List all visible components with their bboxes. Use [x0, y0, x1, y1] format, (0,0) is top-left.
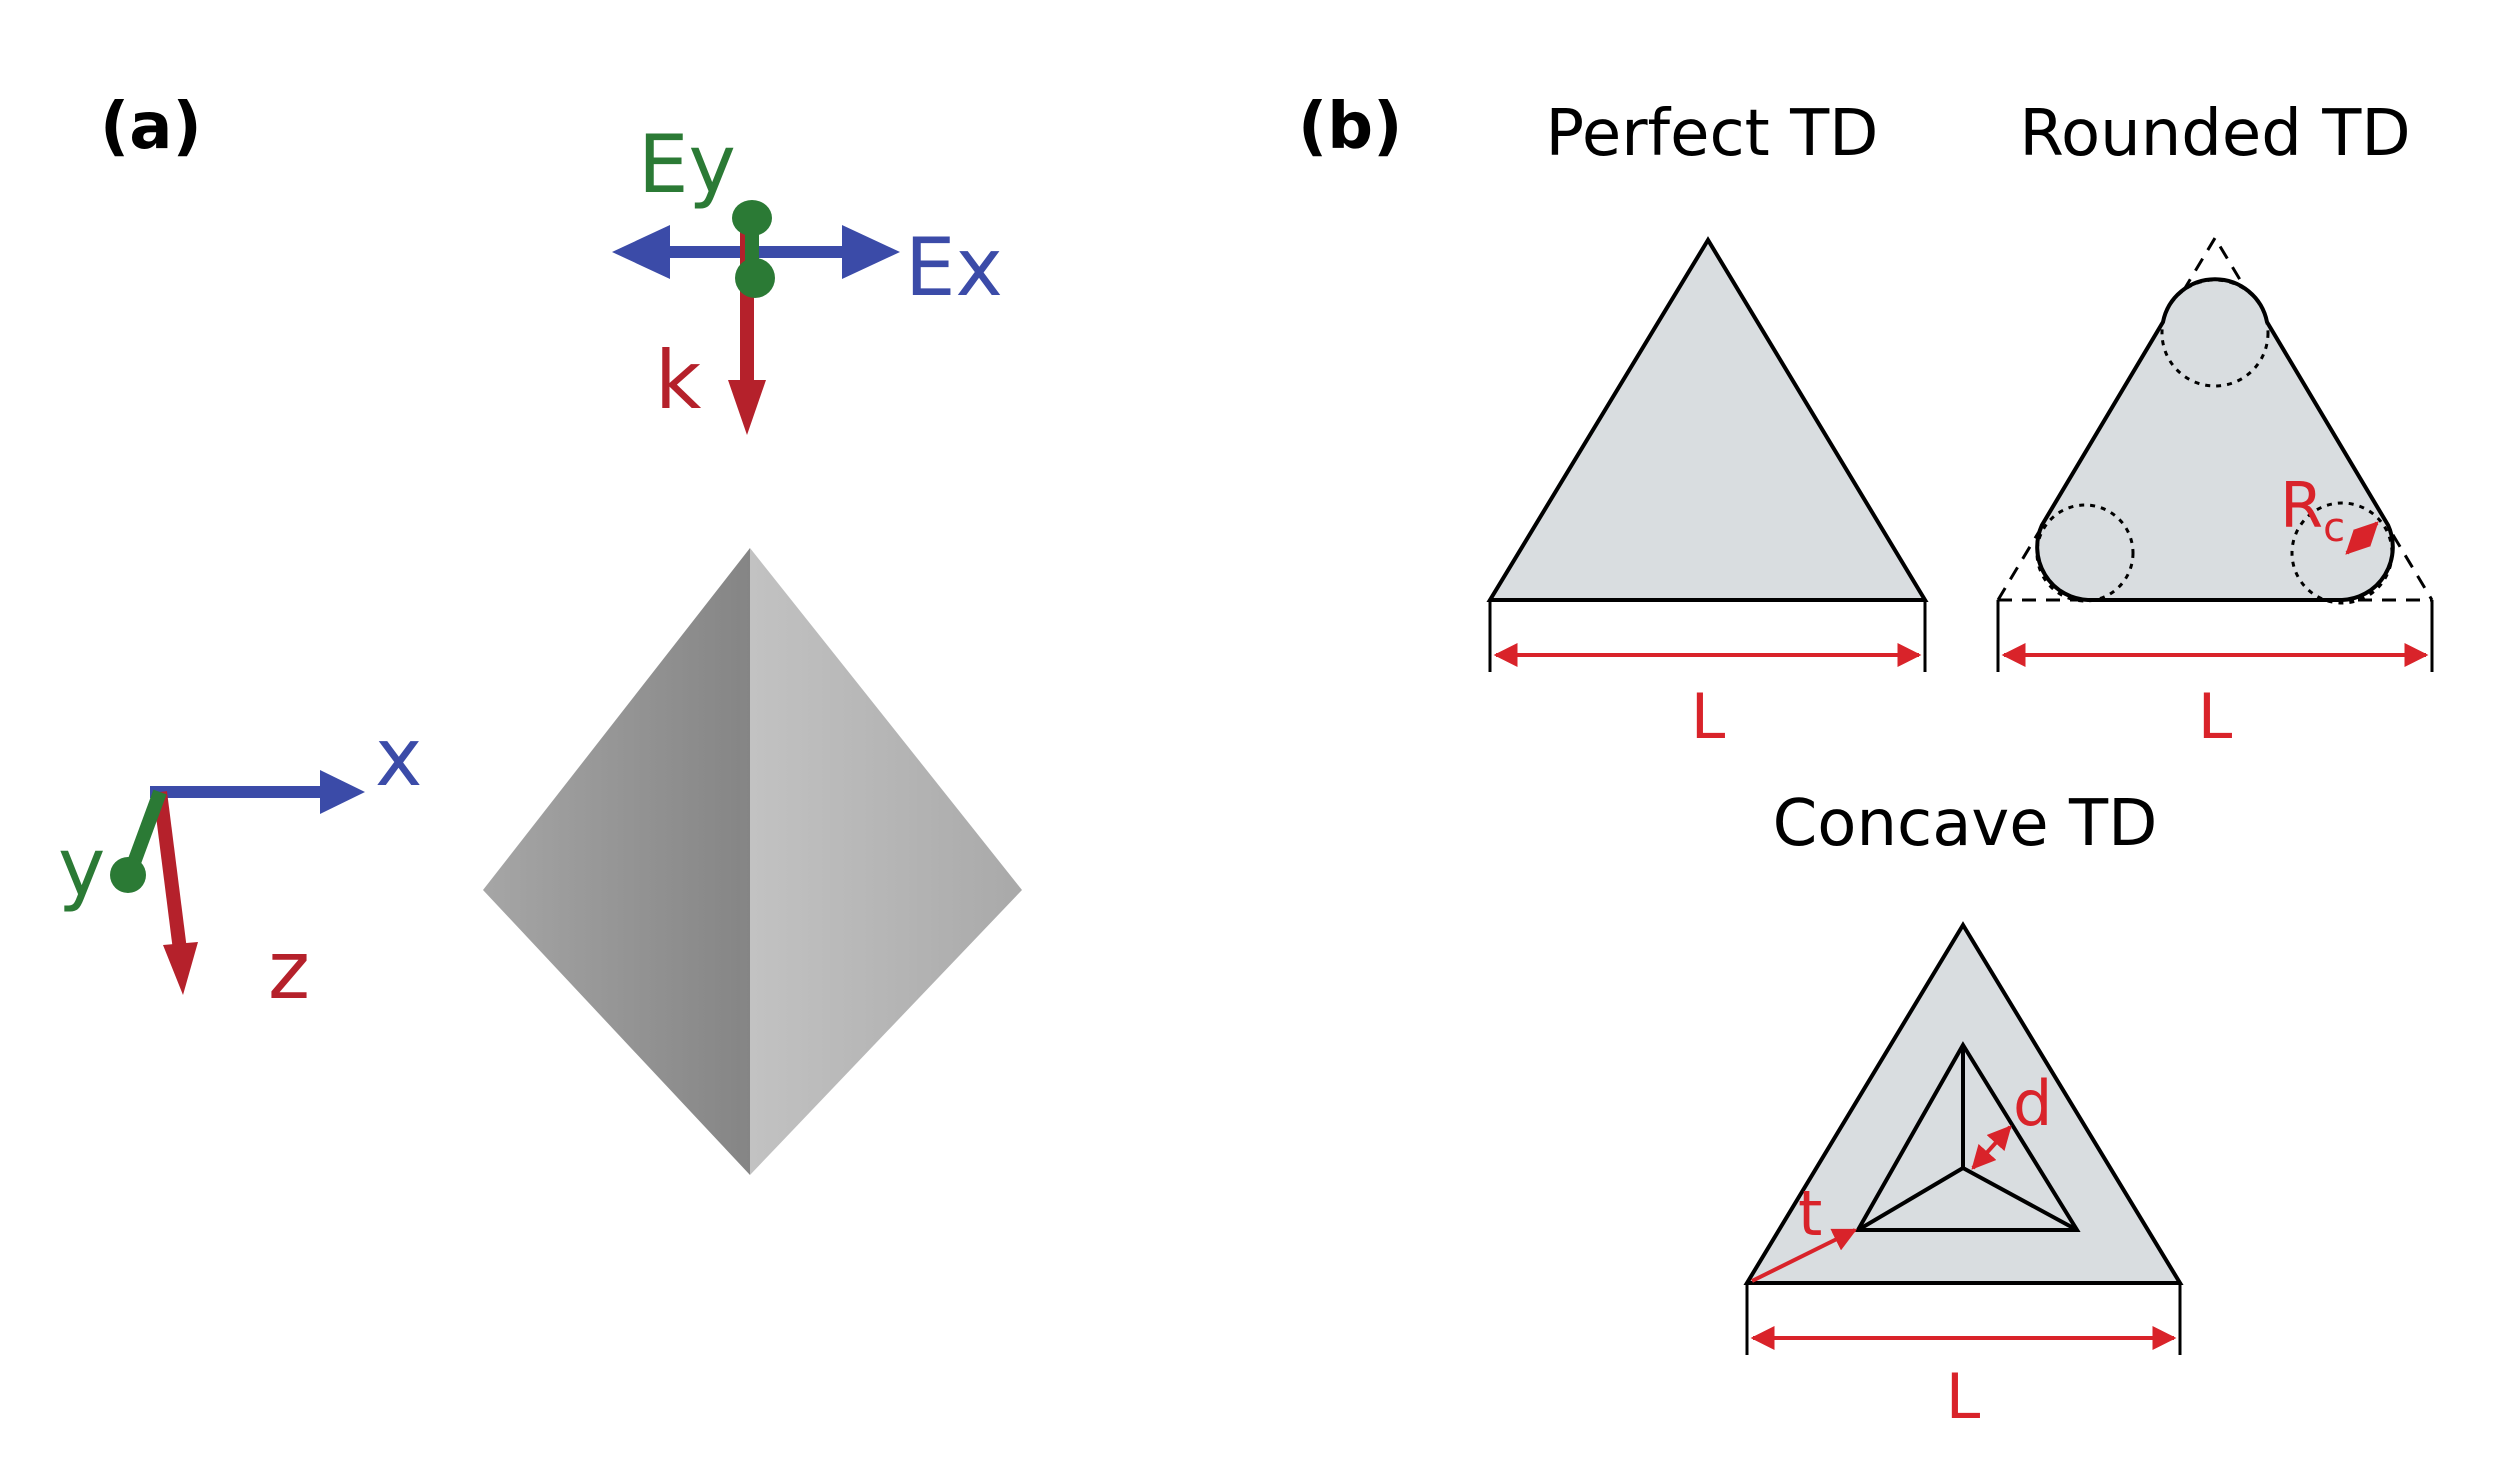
z-axis-arrow	[153, 791, 187, 951]
rounded-td: Rounded TD Rc L	[1996, 97, 2434, 753]
panel-b: (b) Perfect TD L Rounded TD Rc	[1298, 90, 2434, 1433]
ey-arrow	[732, 200, 775, 298]
y-axis-arrow	[125, 789, 167, 871]
perfect-td-title: Perfect TD	[1546, 97, 1879, 171]
z-axis-label: z	[268, 924, 310, 1017]
rounded-td-title: Rounded TD	[2019, 97, 2410, 171]
x-axis-arrow	[150, 786, 330, 798]
radius-label-sub: c	[2323, 505, 2345, 551]
y-axis-label: y	[58, 821, 105, 914]
concave-td-title: Concave TD	[1773, 787, 2158, 861]
k-label: k	[655, 334, 702, 427]
x-axis-label: x	[375, 711, 422, 804]
panel-a: (a) Ey Ex k	[58, 90, 1022, 1175]
polarization-triad: Ey Ex k	[612, 118, 1003, 435]
d-label: d	[2013, 1067, 2052, 1140]
coordinate-axes: x y z	[58, 711, 422, 1017]
ex-label: Ex	[905, 221, 1003, 314]
ey-label: Ey	[638, 118, 736, 211]
radius-arrow	[2345, 521, 2379, 555]
t-arrow	[1751, 1228, 1858, 1283]
corner-circle-right	[2290, 501, 2394, 605]
corner-circle-left	[2035, 503, 2135, 603]
tetrahedron-render	[483, 548, 1022, 1175]
concave-dim-label: L	[1946, 1360, 1981, 1433]
radius-label: Rc	[2280, 469, 2345, 551]
rounded-triangle	[2035, 277, 2395, 602]
concave-inner-triangle	[1854, 1041, 2081, 1232]
radius-label-main: R	[2280, 469, 2323, 542]
rounded-dim-label: L	[2198, 680, 2233, 753]
t-label: t	[1798, 1177, 1822, 1250]
panel-b-label: (b)	[1298, 90, 1402, 164]
panel-a-label: (a)	[100, 90, 202, 164]
perfect-dim-label: L	[1691, 680, 1726, 753]
corner-circle-top	[2160, 278, 2270, 388]
d-arrow	[1971, 1125, 2012, 1170]
perfect-td: Perfect TD L	[1486, 97, 1929, 753]
concave-td: Concave TD t d L	[1743, 787, 2184, 1433]
perfect-triangle	[1486, 236, 1929, 602]
